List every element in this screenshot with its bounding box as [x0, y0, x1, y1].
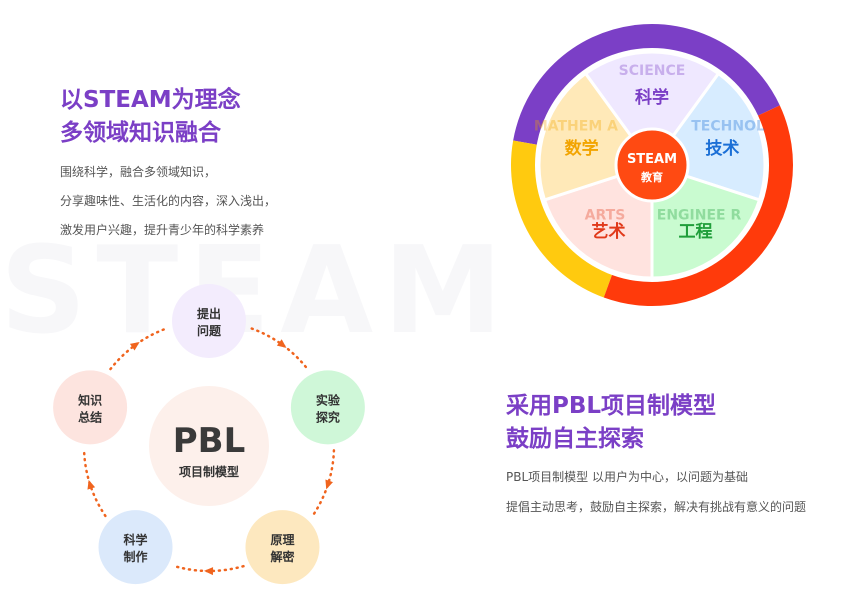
pbl-step-label: 制作: [124, 549, 148, 564]
outer-ring-purple-arc: [513, 24, 780, 146]
pbl-step-label: 科学: [124, 532, 148, 547]
pbl-step-label: 总结: [78, 409, 102, 424]
pbl-step-label: 问题: [197, 323, 222, 338]
steam-segment: [583, 50, 721, 168]
pbl-step-label: 提出: [197, 306, 221, 321]
cycle-dotted-arc: [250, 327, 309, 371]
pbl-step-circle: [172, 284, 246, 358]
pbl-description-line: PBL项目制模型 以用户为中心，以问题为基础: [506, 470, 748, 484]
steam-segment-label: 数学: [565, 138, 599, 159]
steam-center-title: STEAM: [627, 152, 677, 167]
pbl-step-circle: [53, 370, 128, 445]
cycle-arrow-icon: [87, 479, 96, 490]
steam-center-subtitle: 教育: [640, 170, 663, 184]
cycle-dotted-arc: [82, 449, 107, 518]
steam-segment-bg-label: TECHNOL: [691, 118, 765, 134]
steam-title-line: 多领域知识融合: [60, 120, 221, 146]
steam-segment-label: 艺术: [592, 221, 626, 242]
steam-segment-label: 工程: [678, 222, 712, 242]
steam-title: 以STEAM为理念 多领域知识融合: [60, 84, 241, 150]
steam-segment: [650, 162, 762, 280]
pbl-title-line: 采用PBL项目制模型: [506, 393, 717, 419]
pbl-center-subtitle: 项目制模型: [179, 464, 239, 479]
pbl-step-label: 解密: [270, 549, 294, 564]
cycle-arrow-icon: [204, 567, 214, 576]
steam-segment-label: 科学: [635, 87, 669, 108]
outer-ring-red-arc: [603, 105, 793, 306]
pbl-step-label: 原理: [270, 533, 294, 547]
outer-ring-yellow-arc: [511, 140, 613, 298]
steam-title-line: 以STEAM为理念: [60, 87, 241, 113]
cycle-dotted-arc: [109, 327, 168, 371]
steam-segment-label: 技术: [705, 138, 739, 159]
steam-segment-bg-label: ARTS: [585, 208, 626, 224]
steam-segment-bg-label: SCIENCE: [619, 63, 686, 79]
cycle-arrow-icon: [325, 479, 333, 490]
pbl-step-label: 探究: [316, 409, 340, 424]
pbl-step-label: 知识: [77, 392, 102, 407]
pbl-step-circle: [98, 510, 173, 585]
watermark-text: STEAM: [0, 222, 513, 361]
pbl-title-line: 鼓励自主探索: [506, 426, 644, 452]
pbl-center-title: PBL: [173, 421, 246, 461]
pbl-step-label: 实验: [316, 392, 341, 407]
steam-center-circle: [614, 127, 690, 203]
steam-segment: [542, 162, 654, 280]
pbl-center-circle: [149, 386, 269, 506]
steam-segment-bg-label: ENGINEE R: [657, 208, 742, 224]
pbl-title: 采用PBL项目制模型 鼓励自主探索: [506, 390, 716, 456]
pbl-description: PBL项目制模型 以用户为中心，以问题为基础 提倡主动思考，鼓励自主探索，解决有…: [506, 462, 806, 522]
steam-segment-bg-label: MATHEM A: [534, 118, 618, 134]
pbl-step-circle: [290, 370, 365, 445]
pbl-step-circle: [245, 510, 320, 585]
cycle-arrow-icon: [276, 339, 287, 348]
steam-description-line: 激发用户兴趣，提升青少年的科学素养: [60, 223, 265, 237]
cycle-arrow-icon: [129, 342, 140, 351]
steam-description-line: 分享趣味性、生活化的内容，深入浅出，: [60, 194, 277, 208]
steam-description-line: 围绕科学，融合多领域知识，: [60, 165, 217, 179]
pbl-description-line: 提倡主动思考，鼓励自主探索，解决有挑战有意义的问题: [506, 500, 807, 514]
steam-description: 围绕科学，融合多领域知识， 分享趣味性、生活化的内容，深入浅出， 激发用户兴趣，…: [60, 158, 276, 245]
